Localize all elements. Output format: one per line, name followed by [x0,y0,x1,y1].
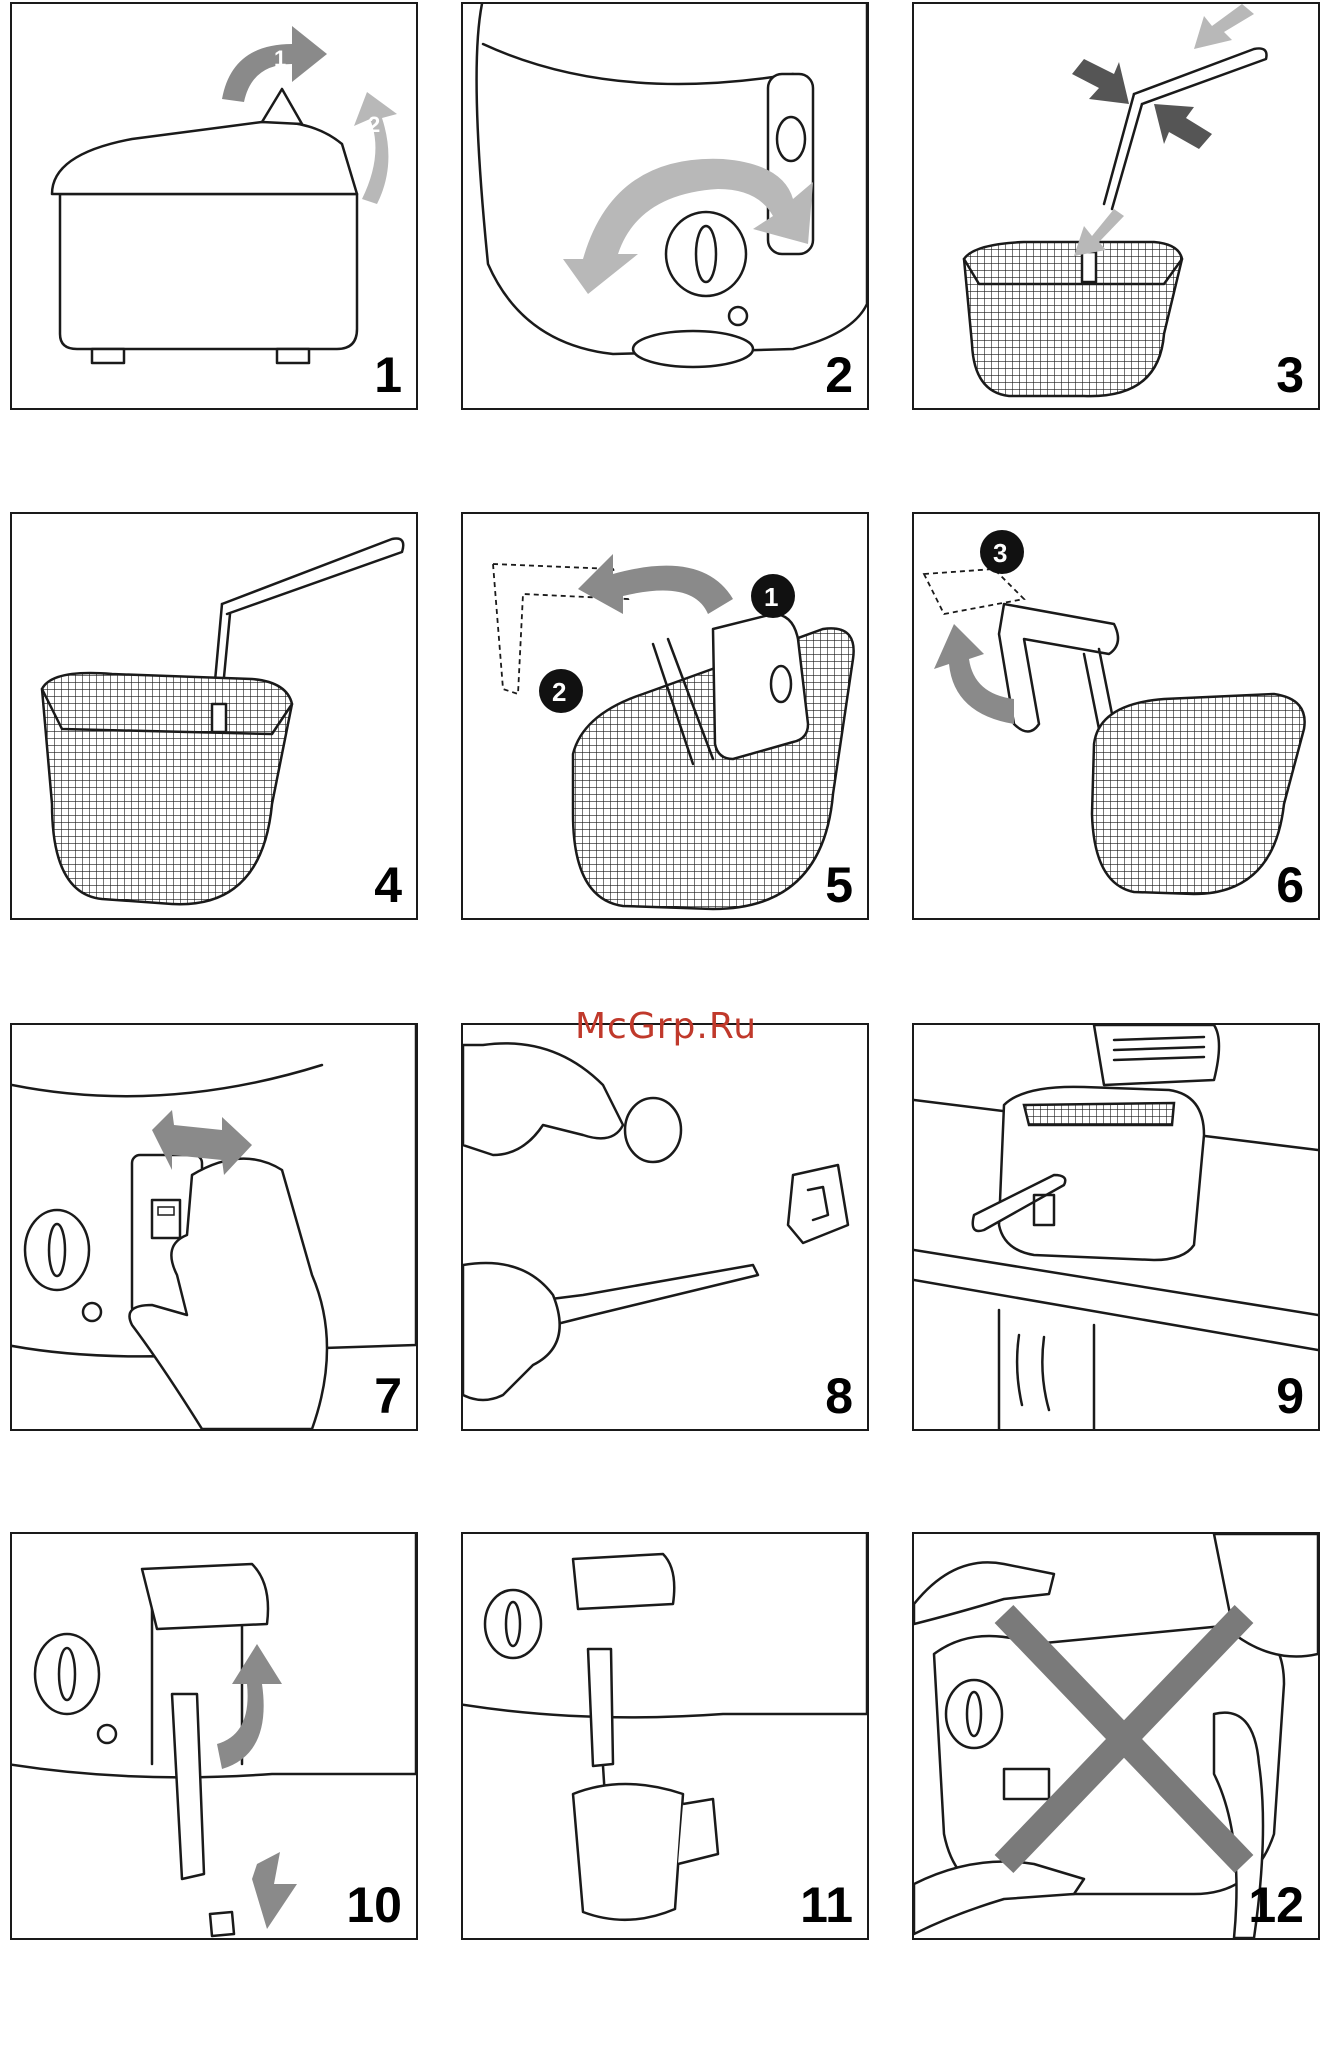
arrow-label-2: 2 [368,112,380,137]
step-number: 5 [825,860,853,910]
step-number: 10 [346,1880,402,1930]
handle-fold-illustration: 1 2 [463,514,867,918]
basket-handle-attach-illustration [914,4,1318,408]
handle-lock-illustration: 3 [914,514,1318,918]
step-4-panel: 4 [10,512,418,920]
step-number: 12 [1248,1880,1304,1930]
step-6-panel: 3 6 [912,512,1320,920]
badge-3: 3 [993,538,1007,568]
step-number: 9 [1276,1371,1304,1421]
step-3-panel: 3 [912,2,1320,410]
step-number: 2 [825,350,853,400]
step-7-panel: 7 [10,1023,418,1431]
step-number: 4 [374,860,402,910]
step-10-panel: 10 [10,1532,418,1940]
step-12-panel: 12 [912,1532,1320,1940]
step-9-panel: 9 [912,1023,1320,1431]
step-number: 3 [1276,350,1304,400]
fryer-dial-rotate-illustration [463,4,867,408]
basket-with-handle-illustration [12,514,416,918]
step-number: 8 [825,1371,853,1421]
badge-2: 2 [552,677,566,707]
step-2-panel: 2 [461,2,869,410]
battery-screwdriver-illustration [463,1025,867,1429]
step-11-panel: 11 [461,1532,869,1940]
step-number: 11 [800,1880,853,1930]
fryer-on-counter-illustration [914,1025,1318,1429]
fryer-lid-open-illustration: 1 2 [12,4,416,408]
step-5-panel: 1 2 5 [461,512,869,920]
control-panel-slide-illustration [12,1025,416,1429]
step-number: 6 [1276,860,1304,910]
arrow-label-1: 1 [274,46,286,71]
step-number: 1 [374,350,402,400]
step-8-panel: 8 [461,1023,869,1431]
badge-1: 1 [764,582,778,612]
watermark: McGrp.Ru [575,1006,757,1047]
step-number: 7 [374,1371,402,1421]
step-1-panel: 1 2 1 [10,2,418,410]
